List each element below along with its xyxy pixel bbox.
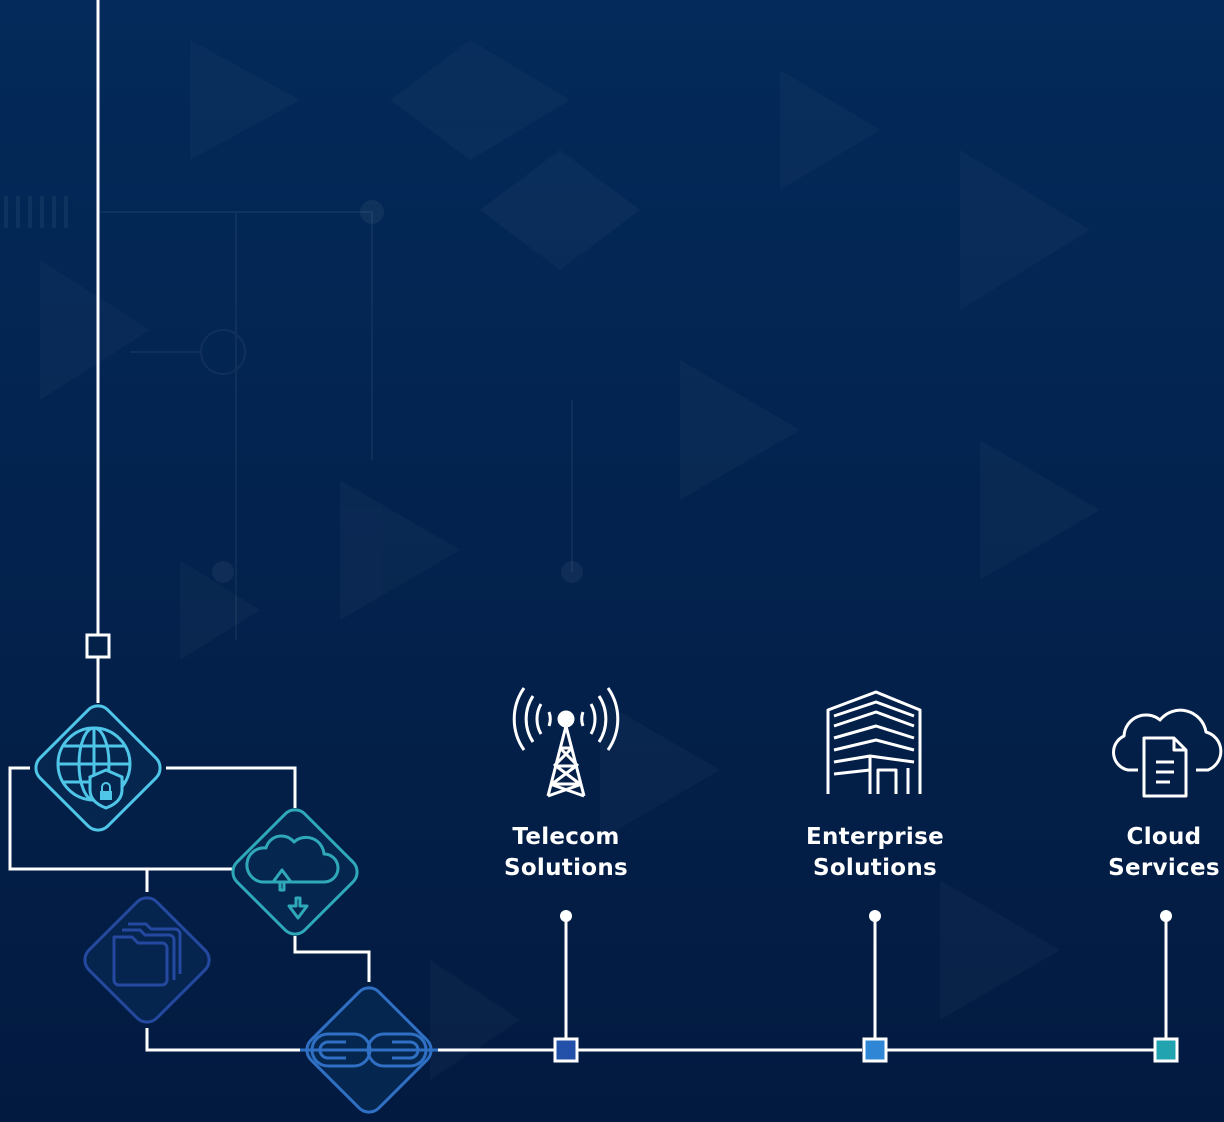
telecom-label-line1: Telecom <box>512 824 620 850</box>
folders-node <box>83 896 211 1024</box>
cloud-sync-node <box>231 808 359 936</box>
cloud-node <box>1153 1037 1179 1063</box>
enterprise-label-line2: Solutions <box>812 855 938 881</box>
enterprise-solutions-label: Enterprise Solutions <box>785 822 965 884</box>
office-building-icon <box>826 690 922 794</box>
top-connector-node <box>85 633 111 659</box>
cloud-label-line1: Cloud <box>1126 824 1202 850</box>
cloud-document-icon <box>1112 708 1223 798</box>
telecom-node <box>553 1037 579 1063</box>
connector-lines <box>8 0 1168 1052</box>
cloud-services-label: Cloud Services <box>1079 822 1224 884</box>
globe-lock-node <box>34 704 162 832</box>
cloud-sync-icon <box>245 834 340 920</box>
service-connector-dots <box>560 910 1172 922</box>
cell-tower-icon <box>512 687 620 798</box>
enterprise-node <box>862 1037 888 1063</box>
chain-link-node <box>300 986 438 1114</box>
enterprise-label-line1: Enterprise <box>805 824 944 850</box>
cloud-label-line2: Services <box>1108 855 1220 881</box>
telecom-label-line2: Solutions <box>503 855 629 881</box>
folders-icon <box>112 922 182 987</box>
telecom-solutions-label: Telecom Solutions <box>476 822 656 884</box>
globe-lock-icon <box>56 726 132 810</box>
chain-link-icon <box>300 1032 438 1068</box>
